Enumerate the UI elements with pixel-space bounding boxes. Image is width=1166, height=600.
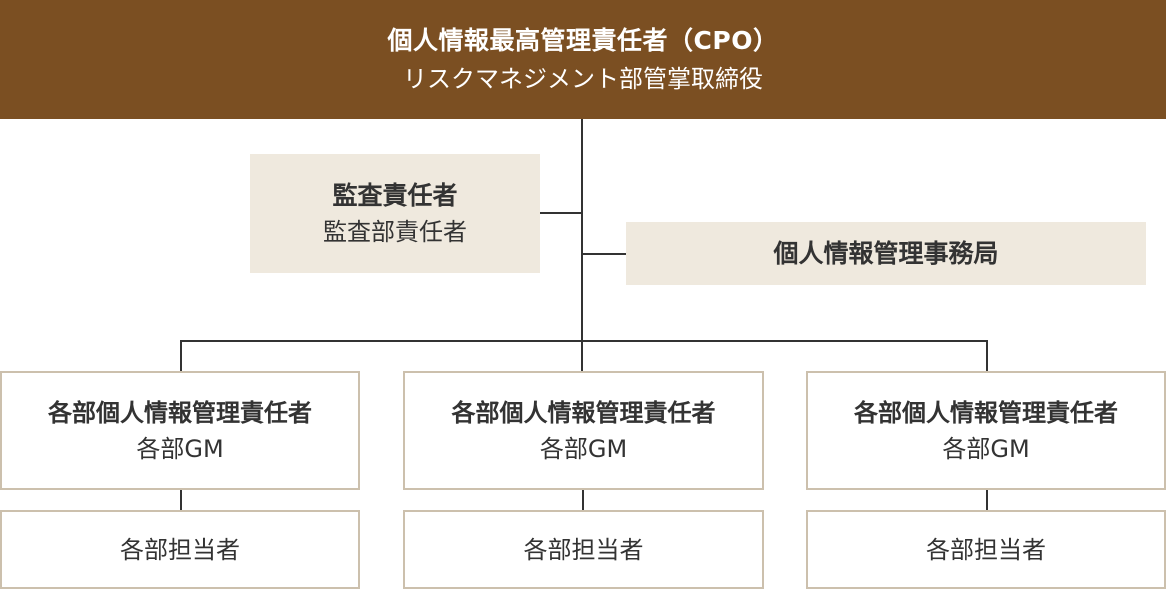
cpo-title: 個人情報最高管理責任者（CPO） bbox=[387, 25, 779, 55]
department-manager-box: 各部個人情報管理責任者 各部GM bbox=[403, 371, 764, 490]
department-staff-box: 各部担当者 bbox=[403, 510, 764, 589]
department-manager-title: 各部個人情報管理責任者 bbox=[451, 398, 716, 427]
connector-staff-3 bbox=[986, 490, 988, 510]
connector-staff-2 bbox=[582, 490, 584, 510]
connector-office bbox=[582, 253, 626, 255]
department-manager-title: 各部個人情報管理責任者 bbox=[48, 398, 312, 427]
department-staff-box: 各部担当者 bbox=[806, 510, 1166, 589]
department-manager-subtitle: 各部GM bbox=[136, 434, 224, 463]
department-manager-box: 各部個人情報管理責任者 各部GM bbox=[806, 371, 1166, 490]
department-manager-subtitle: 各部GM bbox=[942, 434, 1030, 463]
connector-audit bbox=[540, 212, 582, 214]
department-staff-label: 各部担当者 bbox=[120, 535, 240, 564]
office-box: 個人情報管理事務局 bbox=[626, 222, 1146, 285]
cpo-subtitle: リスクマネジメント部管掌取締役 bbox=[403, 64, 763, 93]
connector-horizontal bbox=[180, 340, 988, 342]
office-title: 個人情報管理事務局 bbox=[773, 238, 999, 268]
connector-drop-1 bbox=[180, 340, 182, 371]
department-manager-box: 各部個人情報管理責任者 各部GM bbox=[0, 371, 360, 490]
department-manager-title: 各部個人情報管理責任者 bbox=[854, 398, 1118, 427]
audit-title: 監査責任者 bbox=[332, 180, 458, 210]
audit-box: 監査責任者 監査部責任者 bbox=[250, 154, 540, 273]
cpo-box: 個人情報最高管理責任者（CPO） リスクマネジメント部管掌取締役 bbox=[0, 0, 1166, 119]
connector-drop-3 bbox=[986, 340, 988, 371]
connector-trunk bbox=[581, 119, 583, 371]
audit-subtitle: 監査部責任者 bbox=[323, 217, 467, 246]
department-staff-box: 各部担当者 bbox=[0, 510, 360, 589]
department-manager-subtitle: 各部GM bbox=[539, 434, 628, 463]
department-staff-label: 各部担当者 bbox=[926, 535, 1046, 564]
connector-staff-1 bbox=[180, 490, 182, 510]
department-staff-label: 各部担当者 bbox=[523, 535, 644, 564]
